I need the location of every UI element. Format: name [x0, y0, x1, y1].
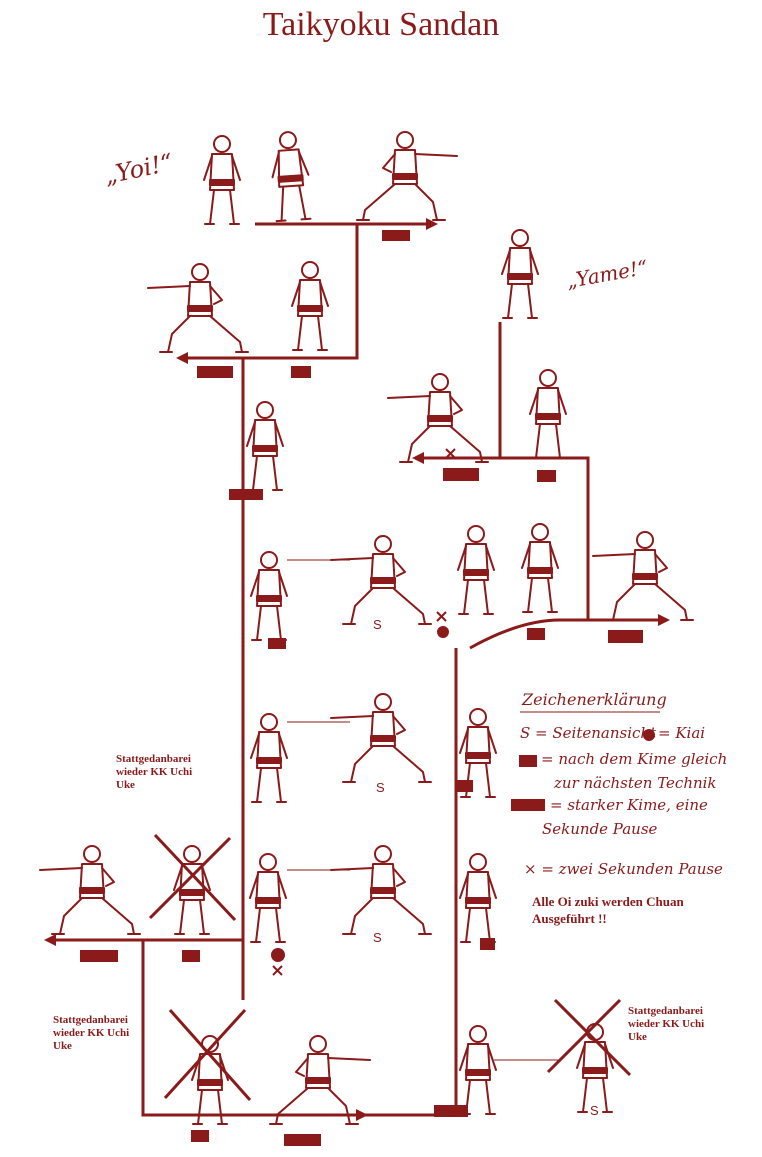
- side-view-mark: S: [590, 1103, 599, 1118]
- legend-long-bar: = starker Kime, eine: [550, 796, 708, 814]
- legend-short-bar-cont: zur nächsten Technik: [554, 774, 717, 792]
- note-left-lower: Stattgedanbarei wieder KK Uchi Uke: [53, 1014, 130, 1052]
- legend-heading: Zeichenerklärung: [522, 690, 667, 709]
- pause-cross-icon: [272, 448, 456, 976]
- legend-short-bar: = nach dem Kime gleich: [541, 750, 728, 768]
- side-view-mark: S: [376, 780, 385, 795]
- note-left-upper: Stattgedanbarei wieder KK Uchi Uke: [116, 753, 193, 791]
- remark: Alle Oi zuki werden Chuan Ausgeführt !!: [532, 894, 684, 926]
- page-title: Taikyoku Sandan: [262, 6, 500, 43]
- side-view-mark: S: [373, 617, 382, 632]
- legend-kiai: = Kiai: [658, 724, 706, 742]
- legend-side-view: S = Seitenansicht: [520, 724, 657, 742]
- kime-bar-icon: [80, 230, 643, 1146]
- side-view-mark: S: [373, 930, 382, 945]
- legend-cross: × = zwei Sekunden Pause: [524, 860, 723, 878]
- legend-long-bar-cont: Sekunde Pause: [542, 820, 658, 838]
- kiai-dot-icon: [271, 626, 655, 962]
- note-right-lower: Stattgedanbarei wieder KK Uchi Uke: [628, 1005, 705, 1043]
- direction-arrow-icon: [44, 218, 670, 1121]
- replaced-technique-cross-icon: [148, 833, 632, 1101]
